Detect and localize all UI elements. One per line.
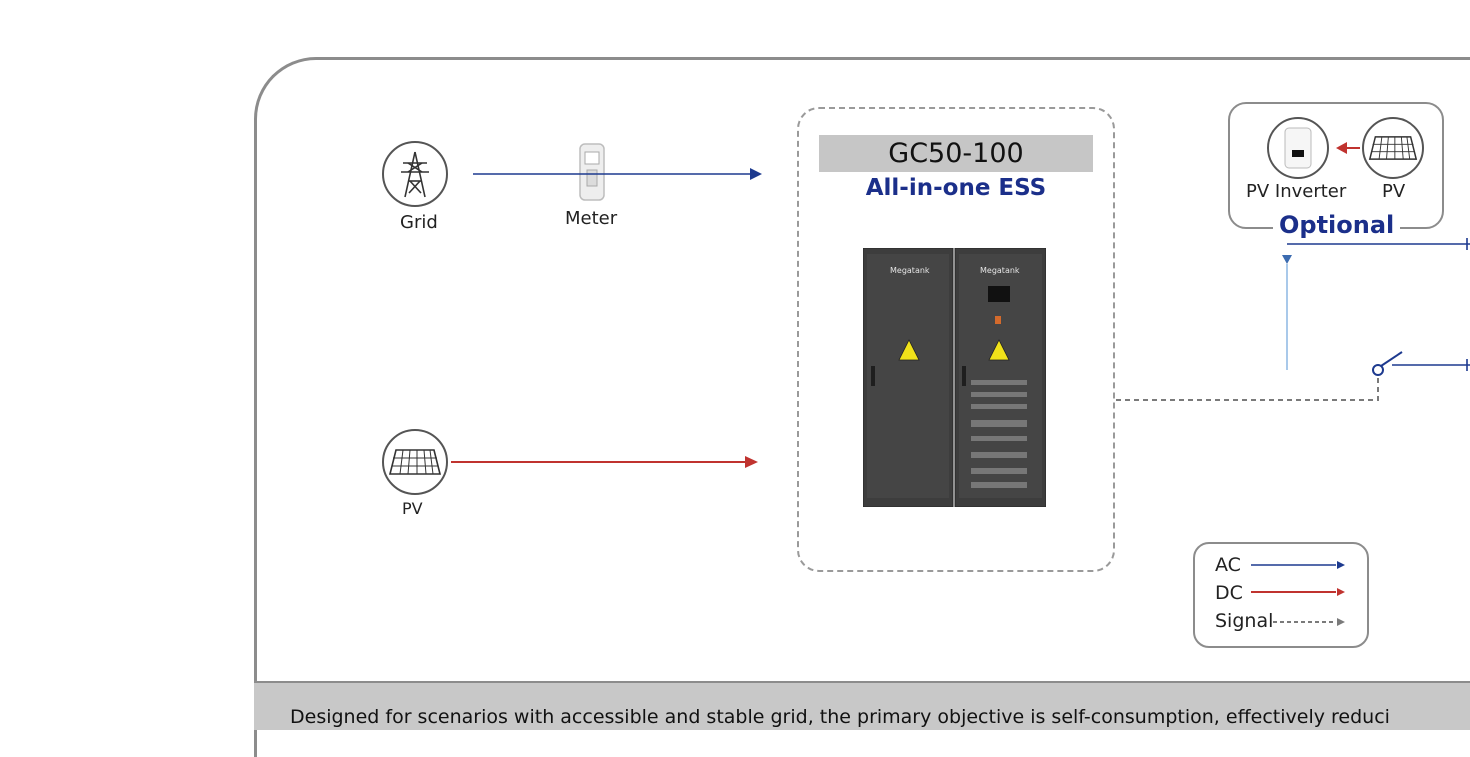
caption-band (254, 681, 1470, 730)
legend-dc-arrow (1337, 588, 1345, 596)
branch-arrow-head (1282, 255, 1292, 264)
switch-pivot (1372, 364, 1384, 376)
pv-optional-label: PV (1382, 181, 1406, 202)
legend-signal-label: Signal (1215, 610, 1274, 632)
caption-text: Designed for scenarios with accessible a… (290, 706, 1390, 728)
pv-inverter-node (1267, 117, 1329, 179)
ess-brand-left: Megatank (890, 266, 930, 275)
legend-dc-label: DC (1215, 582, 1243, 604)
legend-ac-label: AC (1215, 554, 1241, 576)
legend-signal-arrow (1337, 618, 1345, 626)
meter-icon (578, 142, 606, 204)
ess-brand-right: Megatank (980, 266, 1020, 275)
grid-label: Grid (400, 212, 438, 233)
signal-line (1116, 377, 1379, 401)
pv-inverter-label: PV Inverter (1246, 181, 1347, 202)
inverter-icon (1284, 127, 1312, 169)
pv-to-ess-arrow (745, 456, 758, 468)
solar-panel-icon (1368, 136, 1418, 160)
power-tower-icon (401, 151, 429, 198)
meter-label: Meter (565, 208, 618, 229)
optional-label: Optional (1273, 211, 1401, 239)
pv-node (382, 429, 448, 495)
ess-model-name: GC50-100 (819, 135, 1093, 172)
grid-to-ess-arrow (750, 168, 762, 180)
grid-node (382, 141, 448, 207)
solar-panel-icon (388, 449, 442, 475)
pv-label: PV (402, 499, 423, 518)
pv-to-inverter-arrow (1336, 142, 1347, 154)
legend: AC DC Signal (1193, 542, 1369, 648)
pv-optional-node (1362, 117, 1424, 179)
diagram-panel (254, 57, 1470, 757)
switch-blade (1380, 351, 1403, 367)
connections-layer (451, 142, 1470, 626)
ess-cabinet-image (862, 247, 1047, 508)
ess-container (797, 107, 1115, 572)
legend-ac-arrow (1337, 561, 1345, 569)
ess-subtitle: All-in-one ESS (865, 175, 1047, 201)
